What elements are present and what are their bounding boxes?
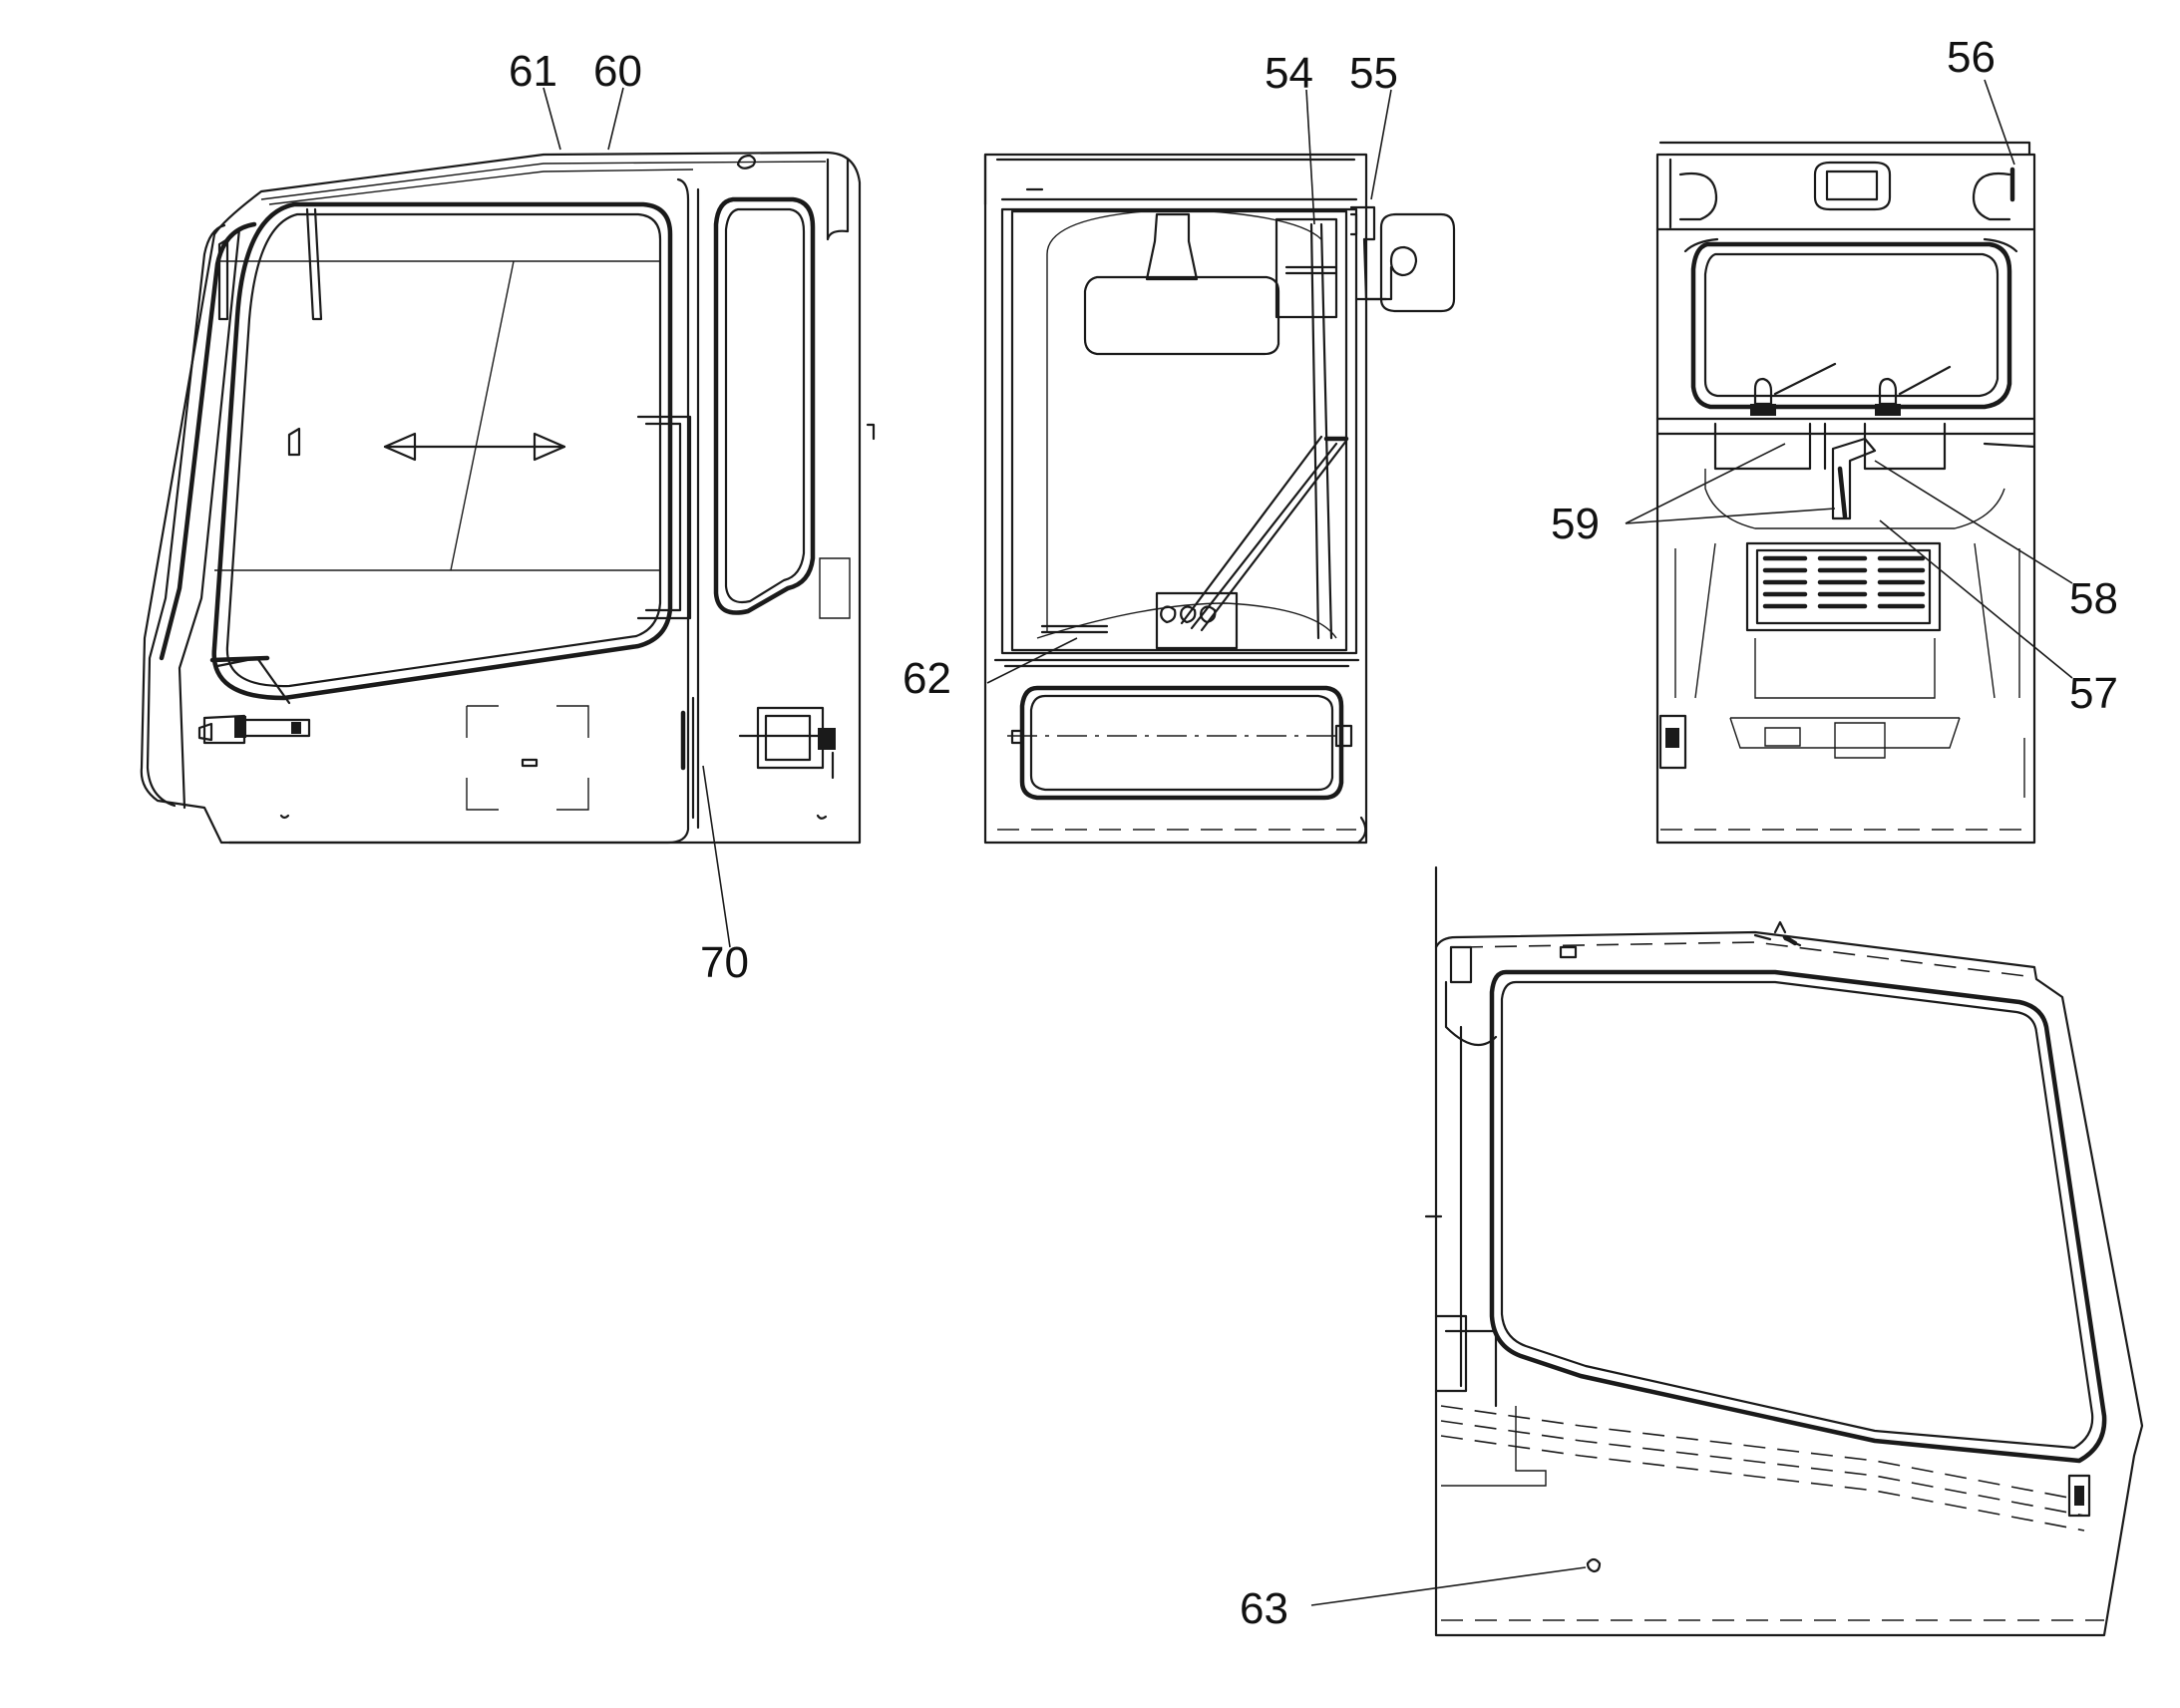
callout-58: 58 — [2069, 574, 2118, 623]
callout-63: 63 — [1240, 1584, 1288, 1633]
callout-62: 62 — [903, 654, 951, 703]
callout-55: 55 — [1349, 49, 1398, 98]
front-view — [983, 89, 1456, 845]
side-view-right — [1310, 865, 2144, 1637]
side-view-left — [140, 87, 876, 948]
callout-54: 54 — [1265, 49, 1313, 98]
callout-57: 57 — [2069, 669, 2118, 718]
callout-70: 70 — [700, 938, 749, 987]
callout-56: 56 — [1947, 33, 1996, 82]
callout-59: 59 — [1551, 500, 1600, 548]
callout-60: 60 — [593, 47, 642, 96]
callout-61: 61 — [509, 47, 557, 96]
rear-view — [1625, 79, 2073, 845]
